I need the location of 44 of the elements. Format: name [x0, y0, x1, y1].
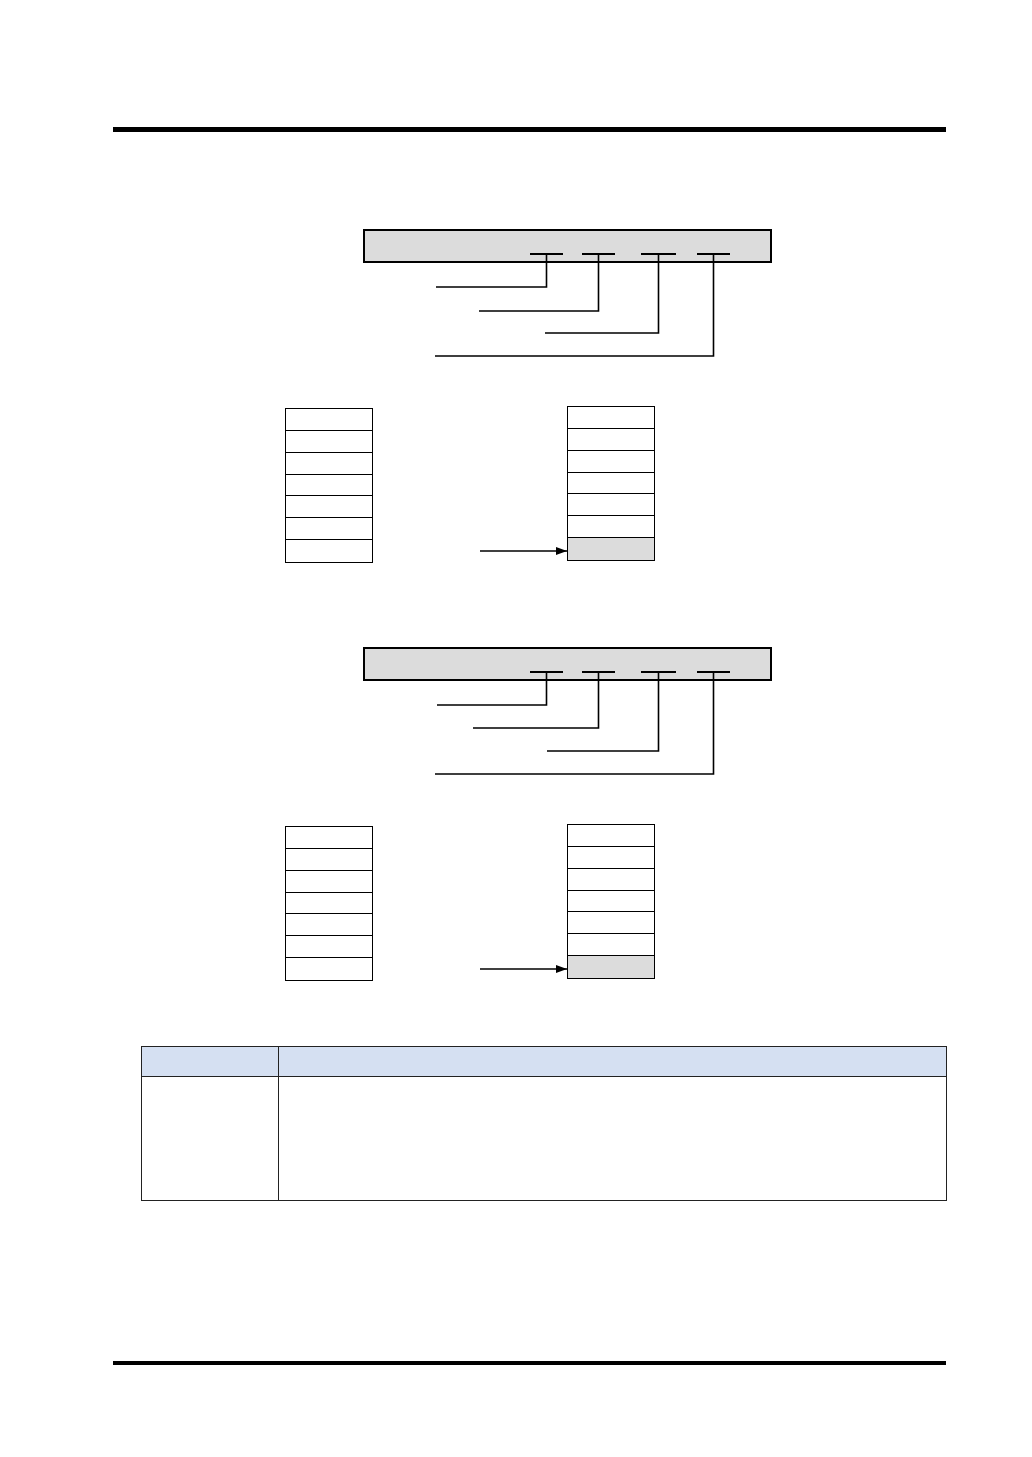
- operand-underline: [641, 671, 676, 673]
- leader-line: [435, 253, 548, 288]
- register-cell: [285, 451, 373, 476]
- register-cell: [567, 427, 655, 452]
- register-cell: [567, 933, 655, 957]
- register-cell: [567, 824, 655, 848]
- register-cell: [285, 957, 373, 981]
- register-cell: [285, 826, 373, 850]
- register-cell: [285, 429, 373, 454]
- register-cell: [567, 911, 655, 935]
- register-cell: [567, 449, 655, 474]
- instruction-bar: [363, 647, 772, 681]
- register-cell: [567, 867, 655, 892]
- register-cell: [285, 517, 373, 541]
- register-cell: [285, 935, 373, 959]
- register-cell: [567, 845, 655, 870]
- register-cell: [285, 495, 373, 519]
- arrow: [479, 965, 568, 973]
- register-cell: [285, 408, 373, 432]
- leader-line: [434, 253, 715, 357]
- register-cell: [567, 537, 655, 561]
- register-cell: [567, 493, 655, 517]
- leader-line: [436, 671, 548, 706]
- arrow: [479, 547, 568, 555]
- register-cell: [285, 913, 373, 937]
- leader-line: [472, 671, 600, 729]
- leader-line: [478, 253, 600, 312]
- operand-underline: [697, 253, 730, 255]
- leader-line: [434, 671, 715, 775]
- instruction-bar: [363, 229, 772, 263]
- register-cell: [285, 869, 373, 894]
- operand-underline: [582, 671, 615, 673]
- operand-underline: [530, 253, 563, 255]
- operand-underline: [530, 671, 563, 673]
- register-cell: [567, 515, 655, 539]
- register-cell: [567, 955, 655, 979]
- operand-underline: [641, 253, 676, 255]
- operand-underline: [697, 671, 730, 673]
- operand-underline: [582, 253, 615, 255]
- register-cell: [567, 406, 655, 430]
- register-cell: [285, 539, 373, 563]
- leader-line: [546, 671, 660, 752]
- leader-line: [544, 253, 660, 334]
- register-cell: [285, 847, 373, 872]
